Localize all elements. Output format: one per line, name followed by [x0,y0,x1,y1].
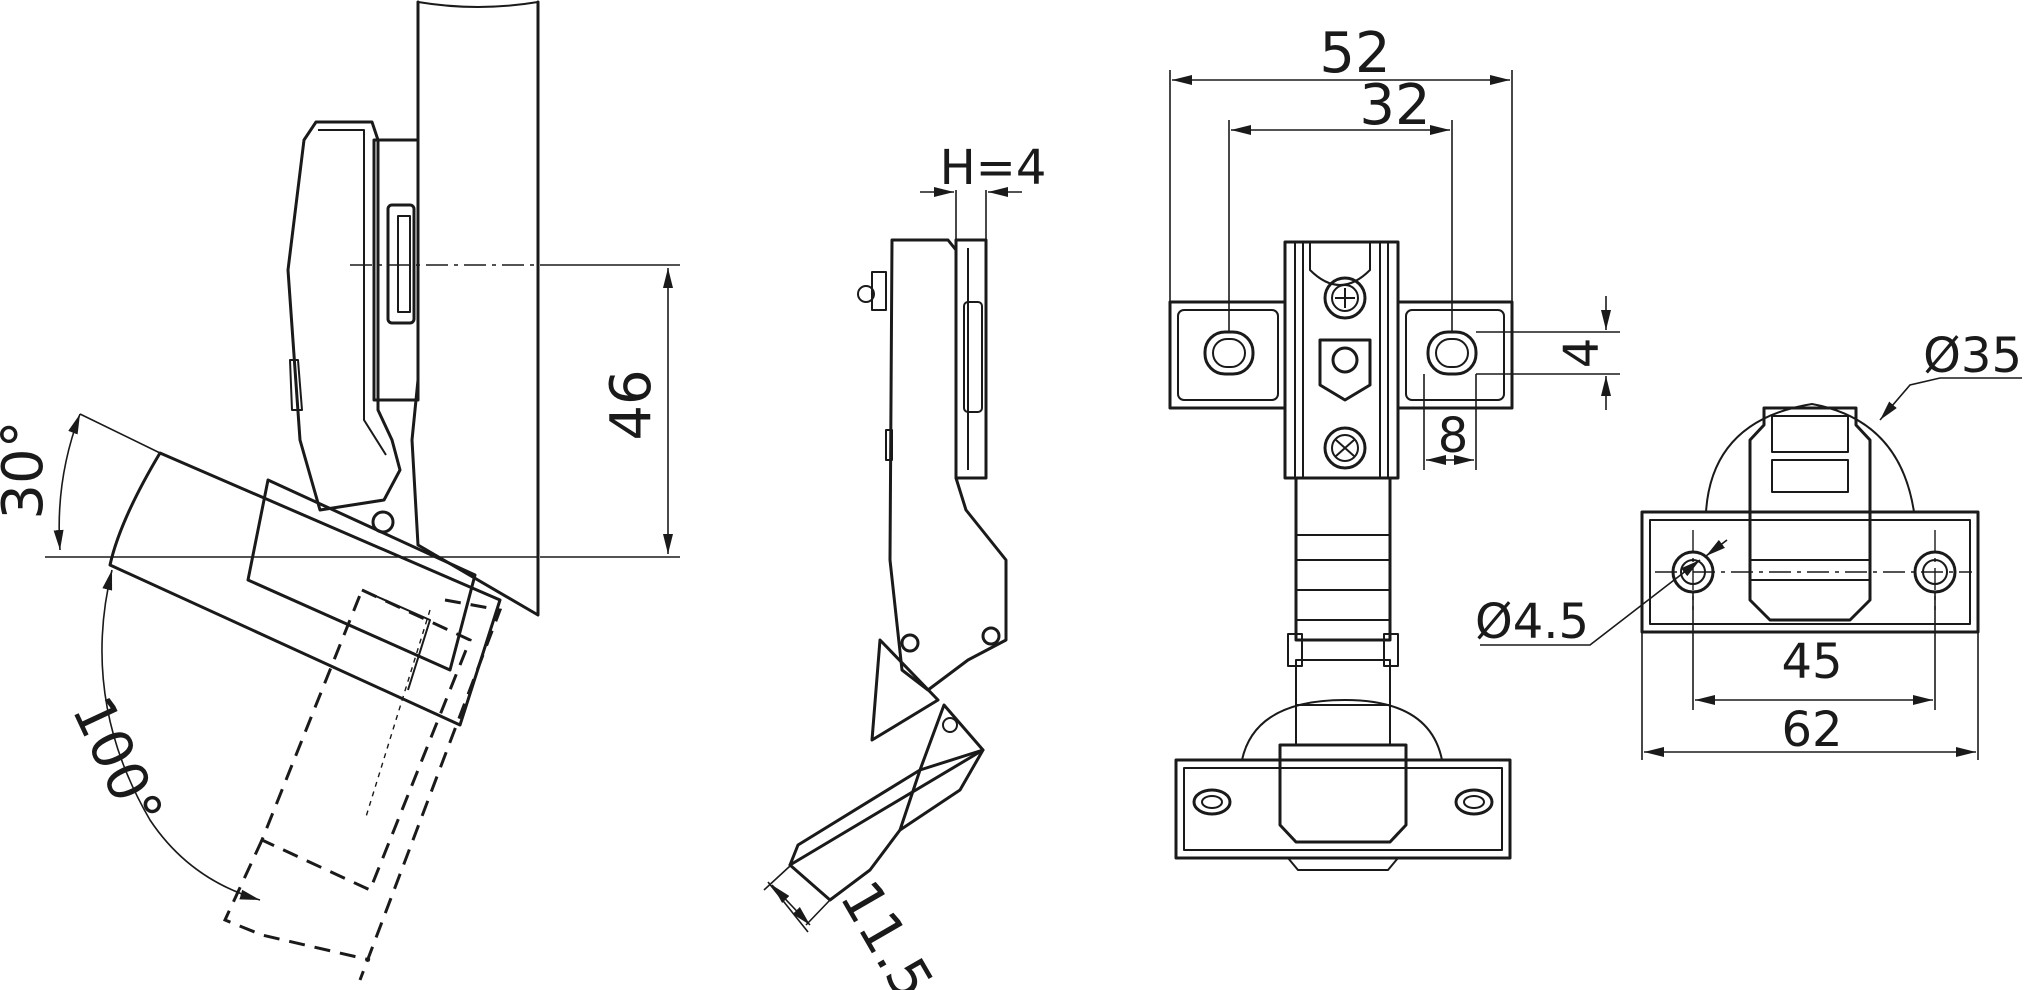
label-angle-open: 100° [59,687,175,837]
side-view-opening-angle: 46 30° 100° [0,0,680,981]
label-dim-46: 46 [599,369,664,440]
plate-wing-right [1396,300,1514,410]
profile-hinge-arm [888,238,1008,692]
label-dim-52: 52 [1319,21,1390,86]
label-dim-4: 4 [1554,338,1610,369]
cup-screw-hole-left [1192,788,1232,816]
hinge-arm [286,120,402,512]
label-dim-d4-5: Ø4.5 [1475,594,1589,650]
label-dim-h: H=4 [940,140,1047,196]
label-dim-62: 62 [1781,702,1842,758]
hinge-arm-top [1294,476,1392,642]
cup-flange-top [1174,758,1512,860]
cup-screw-hole-right [1454,788,1494,816]
door-panel [108,451,502,727]
plate-wing-left [1168,300,1287,410]
cabinet-side-panel [410,0,540,617]
label-dim-8: 8 [1438,408,1469,464]
screw-hole-center [1331,346,1359,374]
label-dim-32: 32 [1359,73,1430,138]
cup-arm-body [1748,406,1872,622]
top-view: 52 32 4 8 [1168,21,1620,871]
screw-adjust-depth [1323,426,1367,470]
hinge-body-top [1283,240,1400,480]
cup-bowl-outline [1705,403,1915,513]
profile-view: H=4 11.5 [763,140,1047,990]
label-angle-crank: 30° [0,420,56,519]
cup-view: Ø35 Ø4.5 45 62 [1475,328,2022,760]
screw-adjust-top [1323,276,1367,320]
label-dim-45: 45 [1781,634,1842,690]
profile-hinge-cup [788,703,985,867]
label-dim-d35: Ø35 [1923,328,2022,384]
hinge-cup [246,478,477,672]
mounting-plate [372,138,420,402]
